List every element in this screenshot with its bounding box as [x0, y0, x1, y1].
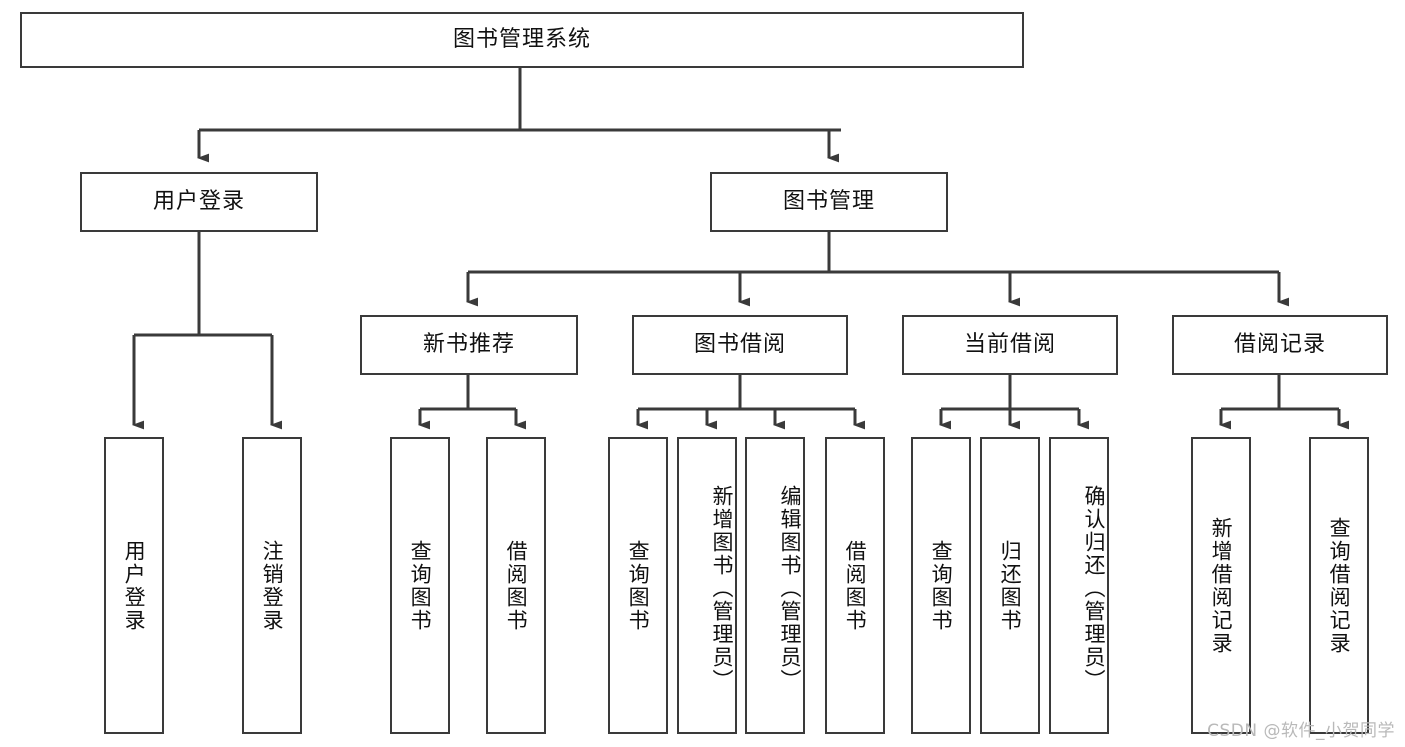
node-book-management[interactable]: 图书管理: [710, 172, 948, 232]
node-current-borrow-label: 当前借阅: [963, 331, 1056, 357]
node-leaf-borrow-book-2-label: 借阅图书: [843, 539, 868, 632]
node-leaf-add-book[interactable]: 新增图书（管理员）: [677, 437, 737, 734]
node-leaf-add-record[interactable]: 新增借阅记录: [1191, 437, 1251, 734]
node-leaf-logout-login[interactable]: 注销登录: [242, 437, 302, 734]
node-leaf-user-login-label: 用户登录: [122, 539, 147, 632]
node-new-book-recommend-label: 新书推荐: [422, 331, 515, 357]
node-leaf-logout-login-label: 注销登录: [260, 539, 285, 632]
node-leaf-edit-book[interactable]: 编辑图书（管理员）: [745, 437, 805, 734]
node-leaf-query-record[interactable]: 查询借阅记录: [1309, 437, 1369, 734]
node-leaf-confirm-return-label: 确认归还（管理员）: [1082, 485, 1106, 692]
node-new-book-recommend[interactable]: 新书推荐: [360, 315, 578, 375]
node-book-borrow[interactable]: 图书借阅: [632, 315, 848, 375]
node-leaf-query-book-1-label: 查询图书: [408, 539, 433, 632]
node-book-borrow-label: 图书借阅: [693, 331, 786, 357]
node-leaf-confirm-return[interactable]: 确认归还（管理员）: [1049, 437, 1109, 734]
node-leaf-user-login[interactable]: 用户登录: [104, 437, 164, 734]
node-leaf-borrow-book-2[interactable]: 借阅图书: [825, 437, 885, 734]
node-leaf-query-book-3-label: 查询图书: [929, 539, 954, 632]
node-leaf-query-book-2-label: 查询图书: [626, 539, 651, 632]
node-leaf-add-record-label: 新增借阅记录: [1209, 516, 1234, 655]
node-leaf-query-book-1[interactable]: 查询图书: [390, 437, 450, 734]
node-leaf-query-book-2[interactable]: 查询图书: [608, 437, 668, 734]
node-leaf-return-book[interactable]: 归还图书: [980, 437, 1040, 734]
node-borrow-record-label: 借阅记录: [1233, 331, 1326, 357]
csdn-watermark: CSDN @软件_小贺同学: [1207, 721, 1395, 741]
node-leaf-borrow-book-1-label: 借阅图书: [504, 539, 529, 632]
node-user-login[interactable]: 用户登录: [80, 172, 318, 232]
node-leaf-return-book-label: 归还图书: [998, 539, 1023, 632]
node-root-system[interactable]: 图书管理系统: [20, 12, 1024, 68]
node-current-borrow[interactable]: 当前借阅: [902, 315, 1118, 375]
node-leaf-add-book-label: 新增图书（管理员）: [710, 485, 734, 692]
node-user-login-label: 用户登录: [152, 188, 245, 214]
node-leaf-query-book-3[interactable]: 查询图书: [911, 437, 971, 734]
node-root-system-label: 图书管理系统: [452, 26, 591, 52]
node-leaf-query-record-label: 查询借阅记录: [1327, 516, 1352, 655]
node-leaf-borrow-book-1[interactable]: 借阅图书: [486, 437, 546, 734]
node-borrow-record[interactable]: 借阅记录: [1172, 315, 1388, 375]
node-book-management-label: 图书管理: [782, 188, 875, 214]
node-leaf-edit-book-label: 编辑图书（管理员）: [778, 485, 802, 692]
